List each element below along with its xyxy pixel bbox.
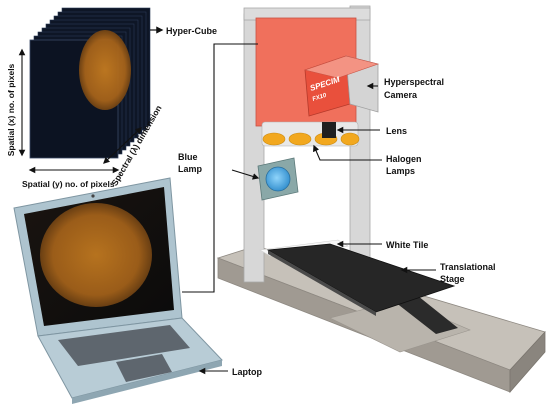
label-stage-line1: Translational [440, 262, 496, 272]
label-halogen-line2: Lamps [386, 166, 415, 176]
base-side [509, 330, 546, 394]
hypercube-sample-image [79, 30, 131, 110]
spectral-axis-arrow [103, 127, 142, 164]
label-stage-line2: Stage [440, 274, 465, 284]
label-lens: Lens [386, 126, 407, 136]
laptop-keyboard [58, 325, 190, 366]
label-blue-lamp-line2: Lamp [178, 164, 203, 174]
laptop-screen-sample-image [40, 203, 152, 307]
label-white-tile: White Tile [386, 240, 428, 250]
connector-laptop-frame [182, 43, 258, 293]
label-hypercube: Hyper-Cube [166, 26, 217, 36]
rail-arm [395, 296, 458, 334]
imaging-frame: SPECIM FX10 [216, 5, 546, 394]
laptop-camera-dot [91, 194, 95, 198]
laptop-touchpad [116, 354, 172, 382]
hyperspectral-camera: SPECIM FX10 [303, 55, 380, 117]
blue-lamp [257, 157, 299, 201]
label-laptop: Laptop [232, 367, 262, 377]
laptop-deck-edge [72, 360, 222, 404]
label-spatial-y: Spatial (y) no. of pixels [22, 179, 115, 189]
label-camera-line1: Hyperspectral [384, 77, 444, 87]
label-spatial-x: Spatial (x) no. of pixels [6, 63, 16, 156]
hypercube [29, 7, 151, 159]
halogen-lamps [261, 121, 360, 147]
label-camera-line2: Camera [384, 90, 418, 100]
laptop [13, 177, 223, 404]
camera-brand-model: FX10 [312, 93, 328, 103]
label-blue-lamp-line1: Blue [178, 152, 198, 162]
label-halogen-line1: Halogen [386, 154, 422, 164]
translational-stage-edge [268, 250, 376, 316]
lens [322, 122, 336, 138]
